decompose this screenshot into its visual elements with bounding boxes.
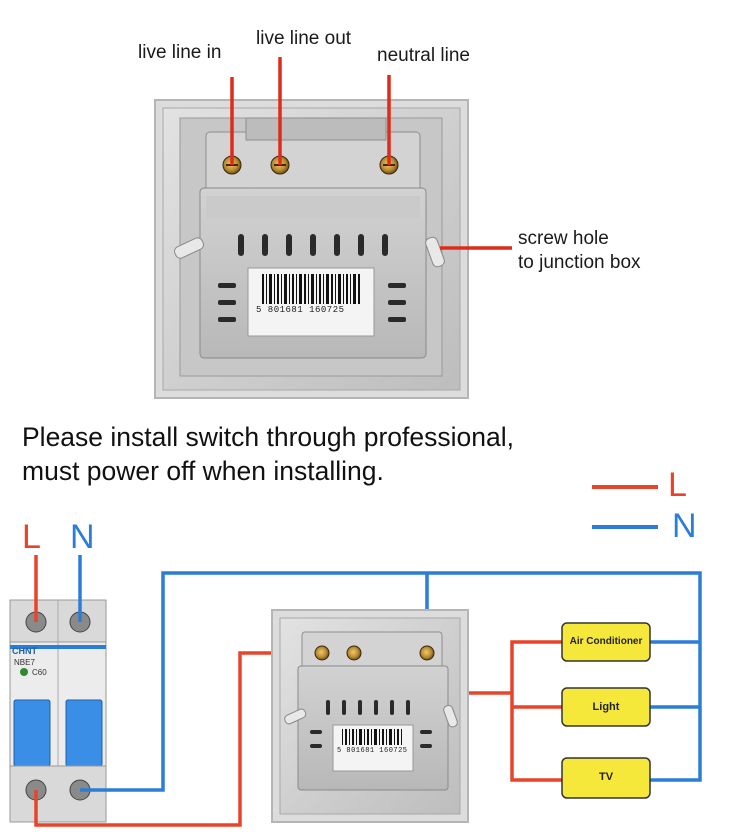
load-boxes — [561, 622, 651, 799]
label-screw-hole-1: screw hole — [518, 228, 609, 249]
callout-pointers — [230, 57, 512, 250]
load-air-conditioner — [561, 622, 651, 662]
circuit-breaker — [9, 599, 107, 823]
load-label-air-conditioner: Air Conditioner — [569, 636, 643, 647]
label-screw-hole-2: to junction box — [518, 252, 641, 273]
barcode-number-top: 5 801681 160725 — [256, 305, 345, 315]
breaker-model: NBE7 — [14, 658, 35, 667]
barcode-bars — [262, 274, 360, 304]
warning-line-1: Please install switch through profession… — [22, 422, 514, 452]
switch-back-photo — [154, 99, 469, 399]
breaker-neutral-label: N — [70, 518, 95, 556]
breaker-brand: CHNT — [12, 646, 37, 656]
label-live-line-out: live line out — [256, 28, 352, 49]
legend-neutral-label: N — [672, 507, 697, 545]
barcode-number-bottom: 5 801681 160725 — [337, 747, 408, 755]
breaker-live-label: L — [22, 518, 41, 556]
warning-text: Please install switch through profession… — [22, 420, 514, 488]
load-light — [561, 687, 651, 727]
load-label-light: Light — [592, 701, 620, 713]
legend-lines — [592, 485, 658, 529]
warning-line-2: must power off when installing. — [22, 456, 384, 486]
load-tv — [561, 757, 651, 799]
label-live-line-in: live line in — [138, 42, 222, 63]
neutral-wiring — [78, 555, 702, 792]
label-neutral-line: neutral line — [377, 45, 470, 66]
load-label-tv: TV — [598, 771, 614, 783]
switch-back-diagram — [271, 609, 469, 823]
breaker-rating: C60 — [32, 668, 47, 677]
legend-live-label: L — [668, 466, 687, 504]
